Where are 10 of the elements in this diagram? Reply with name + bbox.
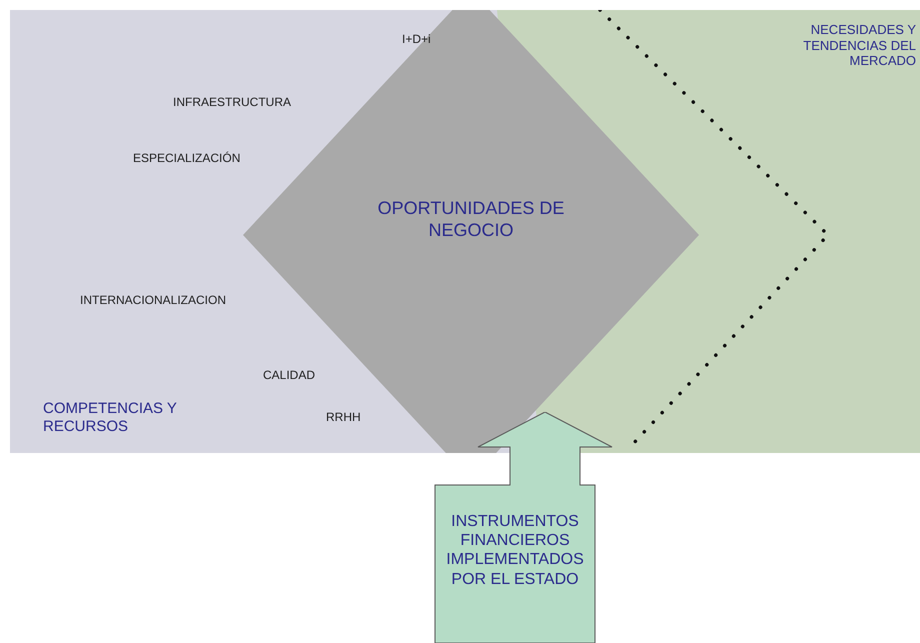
resource-label: INFRAESTRUCTURA [173, 95, 292, 109]
resource-label: CALIDAD [263, 368, 316, 382]
panel-title: COMPETENCIAS Y RECURSOS [43, 400, 178, 436]
diamond-label: OPORTUNIDADES DE NEGOCIO [376, 198, 566, 242]
arrow-box-label: INSTRUMENTOS FINANCIEROS IMPLEMENTADOS POR EL ESTADO [445, 512, 585, 589]
resource-label: RRHH [326, 410, 361, 424]
resource-label: ESPECIALIZACIÓN [133, 151, 240, 165]
resource-label: I+D+i [402, 32, 431, 46]
resource-label: INTERNACIONALIZACION [80, 293, 226, 307]
panel-title: NECESIDADES Y TENDENCIAS DEL MERCADO [802, 22, 916, 69]
